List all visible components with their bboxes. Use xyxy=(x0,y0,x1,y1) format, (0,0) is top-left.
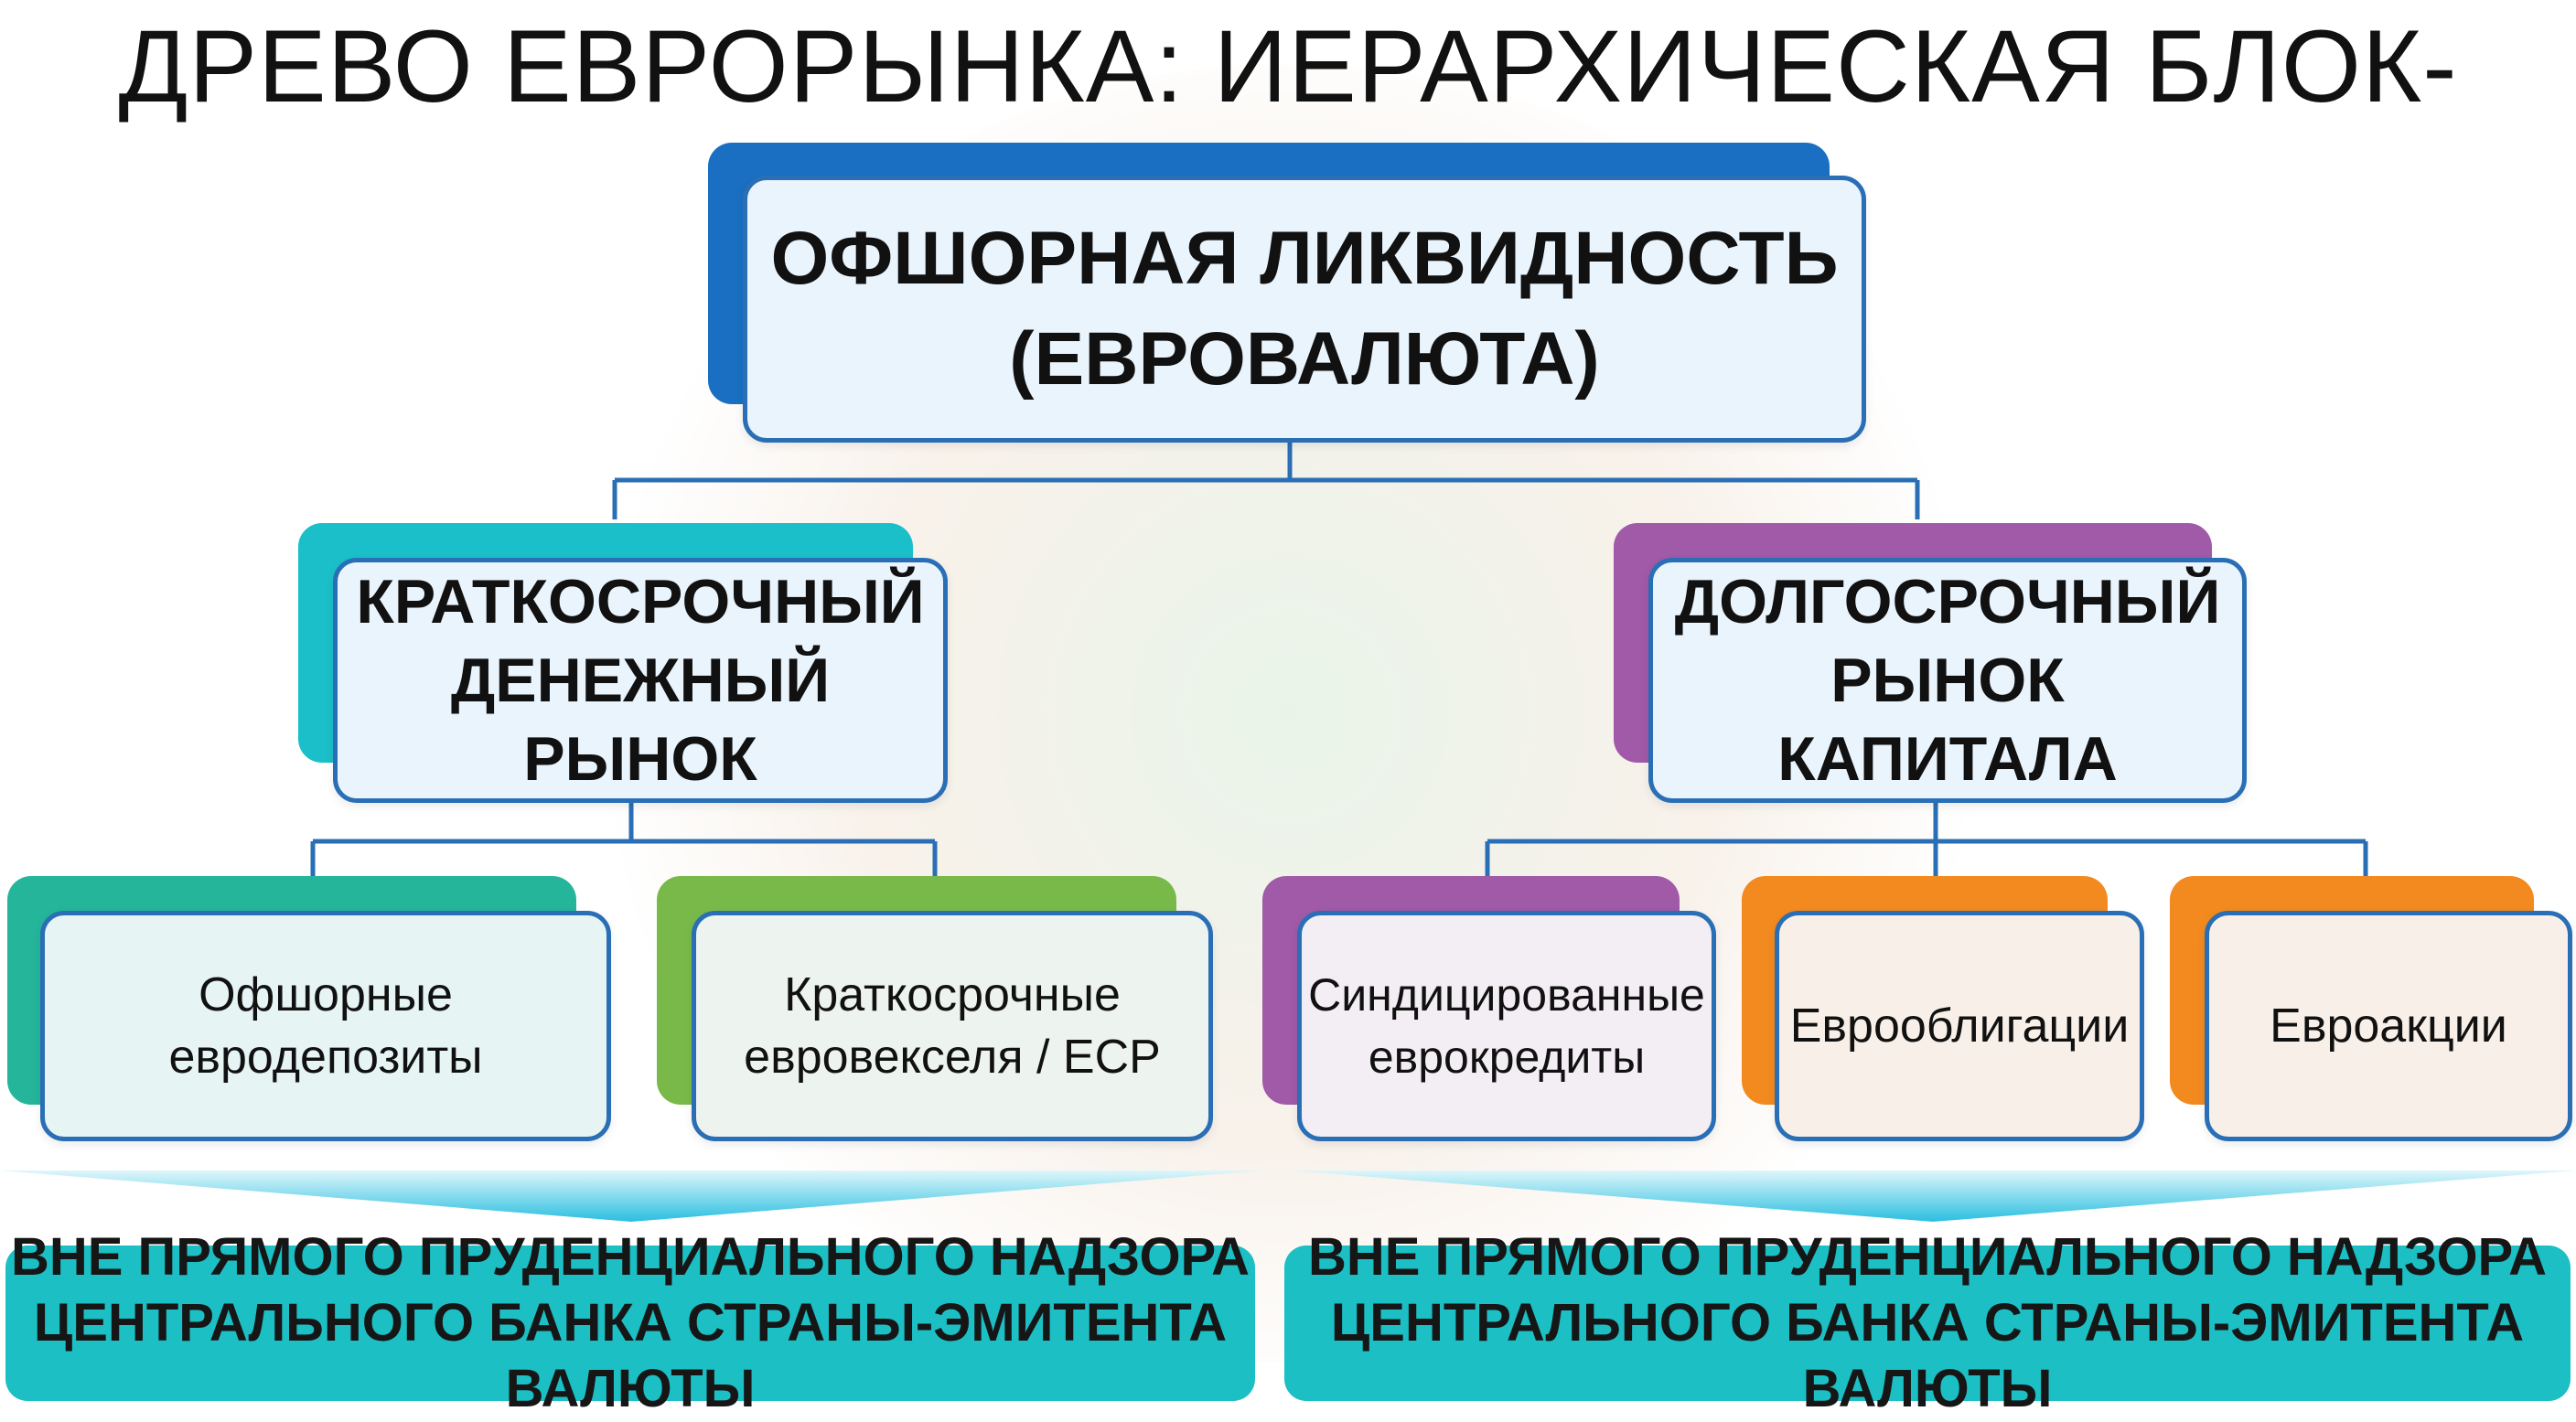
leaf-ecp-line-2: евровекселя / ECP xyxy=(744,1031,1161,1084)
leaf-eurobonds-label: Еврооблигации xyxy=(1789,1000,2130,1053)
bottom-band-right: ВНЕ ПРЯМОГО ПРУДЕНЦИАЛЬНОГО НАДЗОРА ЦЕНТ… xyxy=(1284,1227,2571,1418)
leaf-eurodeposits-line-1: Офшорные xyxy=(199,968,453,1021)
root-line-1: ОФШОРНАЯ ЛИКВИДНОСТЬ xyxy=(770,217,1839,300)
short-term-line-1: КРАТКОСРОЧНЫЙ xyxy=(356,567,925,636)
short-term-box: КРАТКОСРОЧНЫЙ ДЕНЕЖНЫЙ РЫНОК xyxy=(333,558,948,803)
right-arrow-shape xyxy=(1290,1171,2576,1222)
long-term-line-1: ДОЛГОСРОЧНЫЙ xyxy=(1674,567,2221,636)
leaf-eurobonds-box: Еврооблигации xyxy=(1775,911,2144,1141)
leaf-syndicated-box: Синдицированные еврокредиты xyxy=(1297,911,1716,1141)
page-title: ДРЕВО ЕВРОРЫНКА: ИЕРАРХИЧЕСКАЯ БЛОК-СХЕМ… xyxy=(118,9,2458,242)
short-term-line-2: ДЕНЕЖНЫЙ РЫНОК xyxy=(450,646,831,794)
leaf-syndicated-line-1: Синдицированные xyxy=(1308,969,1705,1021)
bottom-band-left: ВНЕ ПРЯМОГО ПРУДЕНЦИАЛЬНОГО НАДЗОРА ЦЕНТ… xyxy=(5,1227,1255,1418)
root-line-2: (ЕВРОВАЛЮТА) xyxy=(1009,317,1600,401)
leaf-ecp-box: Краткосрочные евровекселя / ECP xyxy=(692,911,1213,1141)
band-left-line-2: ЦЕНТРАЛЬНОГО БАНКА СТРАНЫ-ЭМИТЕНТА ВАЛЮТ… xyxy=(33,1293,1228,1418)
leaf-euroequities-box: Евроакции xyxy=(2205,911,2572,1141)
band-left-line-1: ВНЕ ПРЯМОГО ПРУДЕНЦИАЛЬНОГО НАДЗОРА xyxy=(10,1227,1250,1287)
band-right-line-2: ЦЕНТРАЛЬНОГО БАНКА СТРАНЫ-ЭМИТЕНТА ВАЛЮТ… xyxy=(1330,1293,2525,1418)
left-arrow-shape xyxy=(0,1171,1262,1222)
long-term-line-2: РЫНОК КАПИТАЛА xyxy=(1777,646,2118,794)
long-term-box: ДОЛГОСРОЧНЫЙ РЫНОК КАПИТАЛА xyxy=(1648,558,2247,803)
band-right-line-1: ВНЕ ПРЯМОГО ПРУДЕНЦИАЛЬНОГО НАДЗОРА xyxy=(1307,1227,2548,1287)
leaf-ecp-line-1: Краткосрочные xyxy=(784,968,1121,1021)
leaf-eurodeposits-line-2: евродепозиты xyxy=(168,1031,483,1084)
leaf-eurodeposits-box: Офшорные евродепозиты xyxy=(40,911,611,1141)
root-node-box: ОФШОРНАЯ ЛИКВИДНОСТЬ (ЕВРОВАЛЮТА) xyxy=(743,176,1866,443)
leaf-euroequities-label: Евроакции xyxy=(2270,1000,2507,1053)
leaf-syndicated-line-2: еврокредиты xyxy=(1368,1032,1646,1083)
